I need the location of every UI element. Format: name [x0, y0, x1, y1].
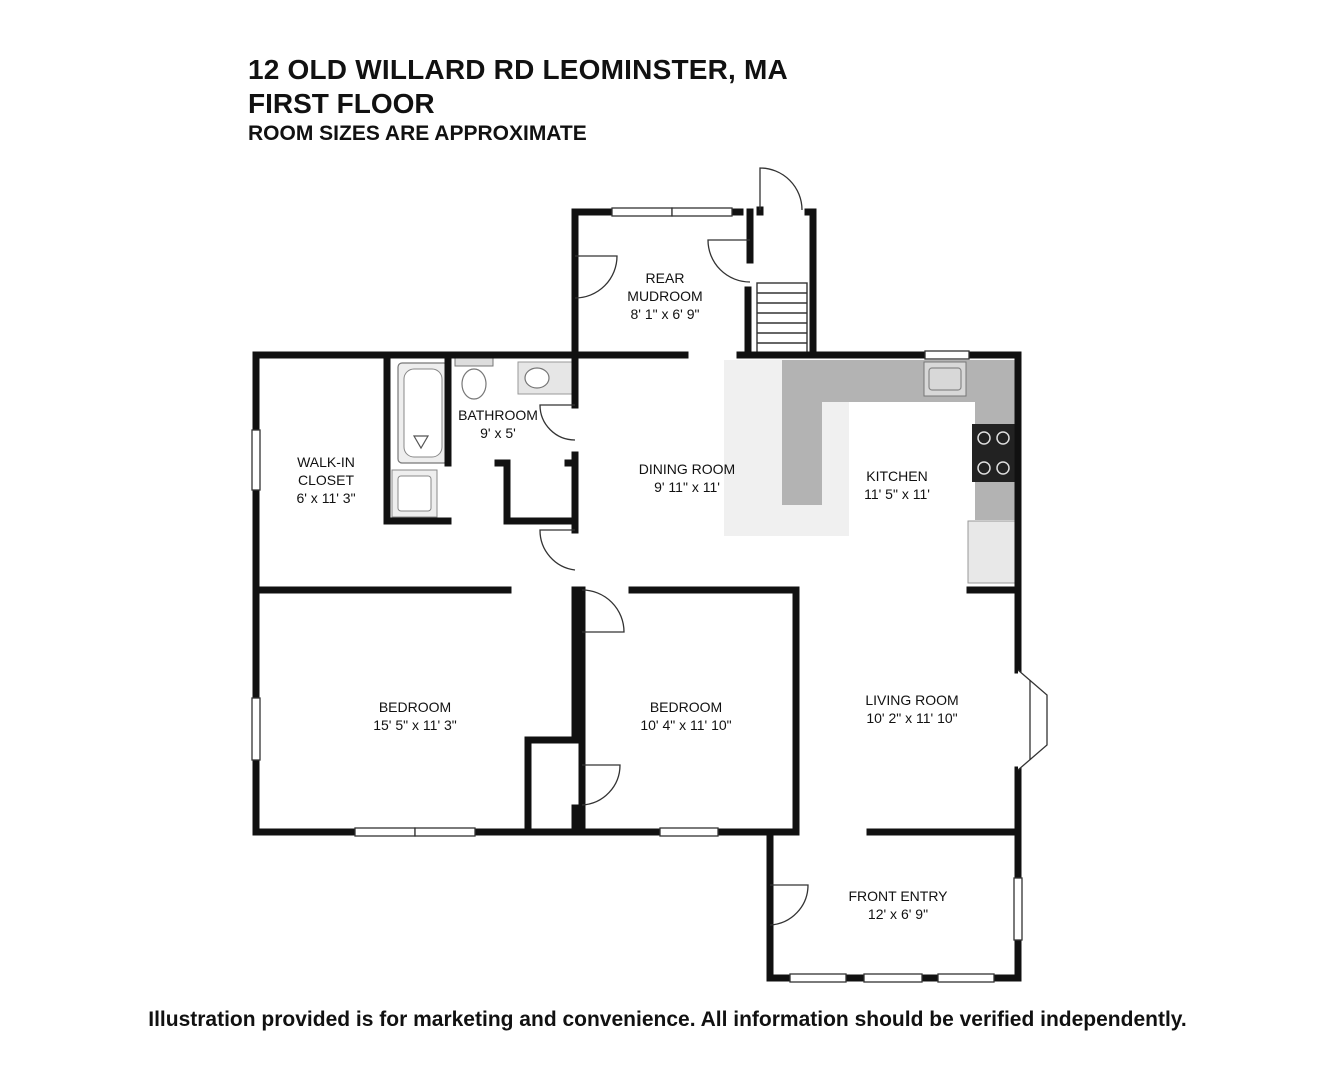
- tub-drain-icon: [412, 435, 430, 450]
- disclaimer: Illustration provided is for marketing a…: [148, 1008, 1187, 1031]
- closet-size: 6' x 11' 3": [296, 490, 355, 506]
- stove-burner: [996, 461, 1010, 475]
- door-swing: [707, 239, 751, 283]
- door-swing: [759, 167, 803, 211]
- dining-room-size: 9' 11" x 11': [654, 479, 720, 495]
- window: [1013, 877, 1023, 941]
- mudroom-name-line2: MUDROOM: [627, 288, 702, 304]
- window: [671, 207, 733, 217]
- bedroom-left-size: 15' 5" x 11' 3": [373, 717, 457, 733]
- address-title: 12 OLD WILLARD RD LEOMINSTER, MA: [248, 54, 788, 85]
- bathroom-name: BATHROOM: [458, 407, 538, 423]
- window: [251, 697, 261, 761]
- kitchen-name: KITCHEN: [866, 468, 927, 484]
- size-note: ROOM SIZES ARE APPROXIMATE: [248, 122, 587, 145]
- kitchen-size: 11' 5" x 11': [864, 486, 930, 502]
- closet-name-line1: WALK-IN: [297, 454, 355, 470]
- mudroom-size: 8' 1" x 6' 9": [631, 306, 700, 322]
- window: [414, 827, 476, 837]
- window: [354, 827, 416, 837]
- living-room-name: LIVING ROOM: [865, 692, 958, 708]
- bay-window: [1017, 669, 1048, 771]
- window: [863, 973, 923, 983]
- laundry-sink-basin: [397, 475, 432, 512]
- window: [789, 973, 847, 983]
- doors: [539, 167, 809, 926]
- stove-burner: [977, 461, 991, 475]
- bathroom-size: 9' x 5': [480, 425, 516, 441]
- window: [937, 973, 995, 983]
- stove-icon: [972, 424, 1016, 482]
- window: [924, 350, 970, 360]
- kitchen-sink-icon: [923, 361, 967, 397]
- door-swing: [581, 589, 625, 633]
- door-swing: [539, 404, 576, 441]
- toilet-icon: [461, 368, 487, 400]
- walls: [252, 206, 1022, 982]
- kitchen-sink-basin: [928, 367, 962, 391]
- room-labels: REAR MUDROOM 8' 1" x 6' 9" BATHROOM 9' x…: [296, 270, 958, 922]
- window: [251, 429, 261, 491]
- front-entry-size: 12' x 6' 9": [868, 906, 928, 922]
- rear-stairs: [756, 282, 808, 354]
- stove-burner: [977, 431, 991, 445]
- stove-burner: [996, 431, 1010, 445]
- counter-l-shape: [782, 360, 1017, 520]
- window: [659, 827, 719, 837]
- bedroom-middle-name: BEDROOM: [650, 699, 722, 715]
- bathroom-fixtures: [391, 351, 575, 518]
- door-swing: [539, 529, 576, 571]
- living-room-size: 10' 2" x 11' 10": [866, 710, 957, 726]
- stairs-icon: [756, 282, 808, 354]
- door-swing: [581, 764, 621, 806]
- bathtub-basin: [403, 368, 443, 458]
- bathroom-sink-icon: [524, 367, 550, 389]
- mudroom-name-line1: REAR: [646, 270, 685, 286]
- closet-name-line2: CLOSET: [298, 472, 354, 488]
- windows: [251, 207, 1048, 983]
- bedroom-left-name: BEDROOM: [379, 699, 451, 715]
- kitchen-counters: [782, 360, 1017, 584]
- front-entry-name: FRONT ENTRY: [848, 888, 948, 904]
- door-swing: [769, 884, 809, 926]
- refrigerator-icon: [967, 520, 1017, 584]
- floor-title: FIRST FLOOR: [248, 88, 435, 119]
- door-swing: [574, 255, 618, 299]
- window: [611, 207, 673, 217]
- dining-room-name: DINING ROOM: [639, 461, 735, 477]
- bedroom-middle-size: 10' 4" x 11' 10": [640, 717, 731, 733]
